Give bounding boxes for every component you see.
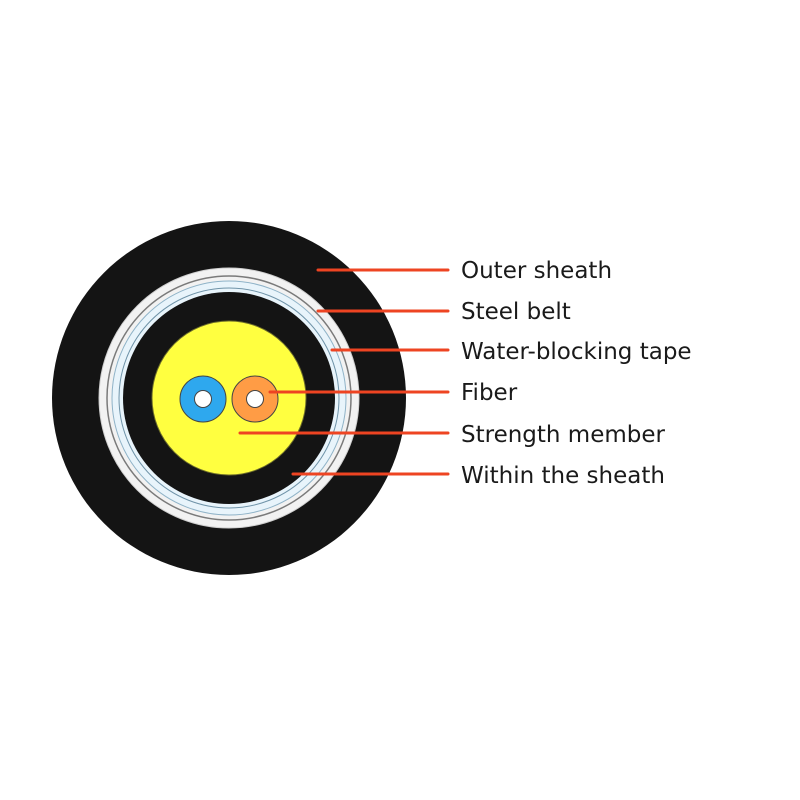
label-strength-member: Strength member: [461, 422, 666, 448]
water-blocking-tape-edge: [118, 287, 340, 509]
cable-cross-section: [52, 221, 406, 575]
fiber-orange-core: [246, 390, 264, 408]
strength-member-layer: [151, 320, 307, 476]
label-outer-sheath: Outer sheath: [461, 258, 612, 284]
label-steel-belt: Steel belt: [461, 299, 571, 325]
steel-belt-edge: [106, 275, 352, 521]
label-fiber: Fiber: [461, 380, 518, 406]
fiber-blue: [179, 375, 227, 423]
layer-labels: Outer sheath Steel belt Water-blocking t…: [461, 258, 692, 489]
leader-lines: [238, 268, 450, 476]
label-water-blocking-tape: Water-blocking tape: [461, 339, 692, 365]
label-within-sheath: Within the sheath: [461, 463, 665, 489]
fiber-orange: [231, 375, 279, 423]
fiber-blue-core: [194, 390, 212, 408]
